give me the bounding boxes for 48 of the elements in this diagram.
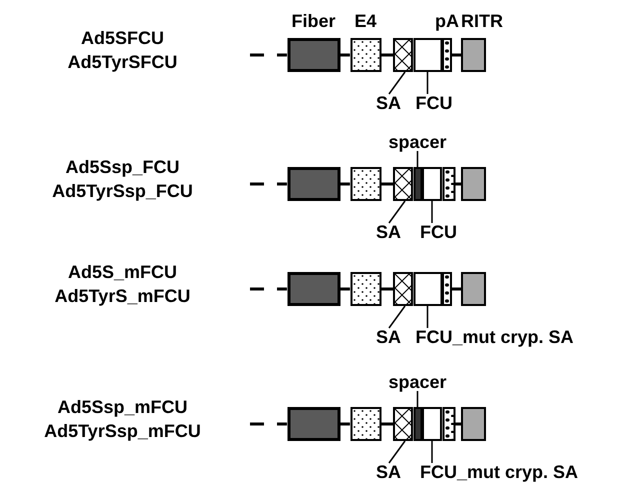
dna-line (381, 54, 393, 56)
leader-line (416, 151, 418, 167)
leader-line (426, 72, 428, 94)
dna-line (381, 182, 393, 186)
dna-line (340, 54, 350, 56)
construct-name: Ad5Ssp_mFCU (57, 397, 188, 417)
part-label: FCU (420, 223, 457, 241)
broken-line (250, 288, 287, 290)
leader-line (431, 201, 433, 223)
broken-line (250, 54, 287, 56)
part-label: SA (376, 94, 402, 112)
construct-name: Ad5TyrSsp_mFCU (44, 421, 201, 441)
part-label: SA (376, 328, 402, 346)
leader-line (388, 200, 406, 224)
dna-line (455, 182, 461, 186)
segment-label: pA (435, 12, 459, 30)
leader-line (431, 441, 433, 463)
construct-name: Ad5TyrSFCU (68, 52, 178, 72)
construct-name: Ad5TyrSsp_FCU (52, 181, 193, 201)
dna-line (340, 422, 350, 426)
construct-name: Ad5TyrS_mFCU (54, 286, 190, 306)
segment-label: RITR (461, 12, 503, 30)
dna-line (340, 288, 350, 290)
dna-line (452, 54, 461, 56)
part-label: spacer (388, 133, 447, 151)
segment-label: Fiber (291, 12, 336, 30)
construct-name: Ad5S_mFCU (68, 262, 178, 282)
dna-line (340, 182, 350, 186)
leader-line (416, 391, 418, 407)
leader-line (426, 306, 428, 328)
part-label: FCU_mut cryp. SA (420, 463, 578, 481)
part-label: FCU (416, 94, 452, 112)
broken-line (250, 422, 287, 426)
construct-name: Ad5Ssp_FCU (65, 157, 180, 177)
part-label: SA (376, 223, 402, 241)
part-label: SA (376, 463, 402, 481)
dna-line (452, 288, 461, 290)
segment-label: E4 (354, 12, 377, 30)
leader-line (388, 72, 406, 94)
broken-line (250, 182, 287, 186)
construct-name: Ad5SFCU (80, 28, 164, 48)
leader-line (388, 306, 406, 328)
dna-line (381, 422, 393, 426)
part-label: FCU_mut cryp. SA (416, 328, 574, 346)
dna-line (455, 422, 461, 426)
dna-line (381, 288, 393, 290)
part-label: spacer (388, 373, 447, 391)
leader-line (388, 440, 406, 464)
